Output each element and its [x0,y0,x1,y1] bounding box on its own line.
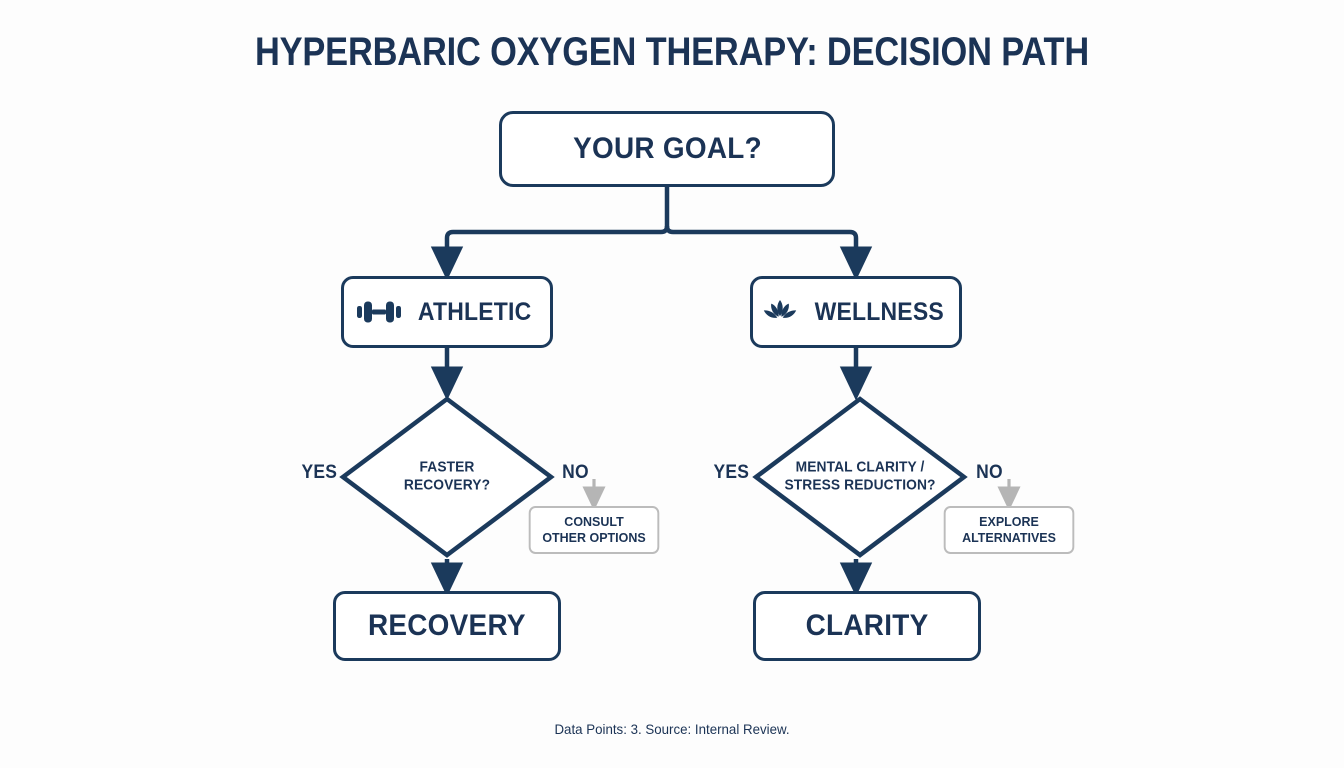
node-clarity[interactable]: CLARITY [753,591,981,661]
consult-other-options-line-2: OTHER OPTIONS [542,530,646,545]
decision-mental-clarity-label: MENTAL CLARITY / STRESS REDUCTION? [773,459,948,496]
explore-alternatives-line-2: ALTERNATIVES [962,530,1056,545]
decision-label-line-1: MENTAL CLARITY / [795,458,925,476]
edge-label-no-athletic: NO [562,462,589,483]
footer-source-note: Data Points: 3. Source: Internal Review. [554,721,790,737]
node-recovery[interactable]: RECOVERY [333,591,561,661]
edge-root-to-wellness [664,225,873,281]
node-athletic-label: ATHLETIC [418,297,532,326]
node-consult-other-options[interactable]: CONSULT OTHER OPTIONS [528,506,660,554]
node-clarity-label: CLARITY [805,609,929,642]
edge-label-yes-wellness: YES [713,462,750,483]
node-wellness-label: WELLNESS [814,297,944,326]
edge-label-yes-athletic: YES [301,462,338,483]
consult-other-options-line-1: CONSULT [564,514,624,530]
node-your-goal-label: YOUR GOAL? [572,132,762,165]
node-your-goal[interactable]: YOUR GOAL? [499,111,835,187]
decision-label-line-1: FASTER [419,458,475,476]
decision-mental-clarity-stress-reduction[interactable]: MENTAL CLARITY / STRESS REDUCTION? [752,395,968,559]
edge-label-no-wellness: NO [976,462,1003,483]
node-recovery-label: RECOVERY [368,609,526,642]
decision-faster-recovery[interactable]: FASTER RECOVERY? [339,395,555,559]
decision-label-line-2: STRESS REDUCTION? [784,477,936,494]
page-title: HYPERBARIC OXYGEN THERAPY: DECISION PATH [254,30,1090,74]
decision-faster-recovery-label: FASTER RECOVERY? [360,459,535,496]
lotus-icon [763,299,797,325]
node-explore-alternatives[interactable]: EXPLORE ALTERNATIVES [943,506,1075,554]
dumbbell-icon [357,300,402,324]
decision-label-line-2: RECOVERY? [403,477,491,494]
explore-alternatives-line-1: EXPLORE [979,514,1039,530]
node-athletic[interactable]: ATHLETIC [341,276,553,348]
node-wellness[interactable]: WELLNESS [750,276,962,348]
edge-root-to-athletic [430,225,670,281]
